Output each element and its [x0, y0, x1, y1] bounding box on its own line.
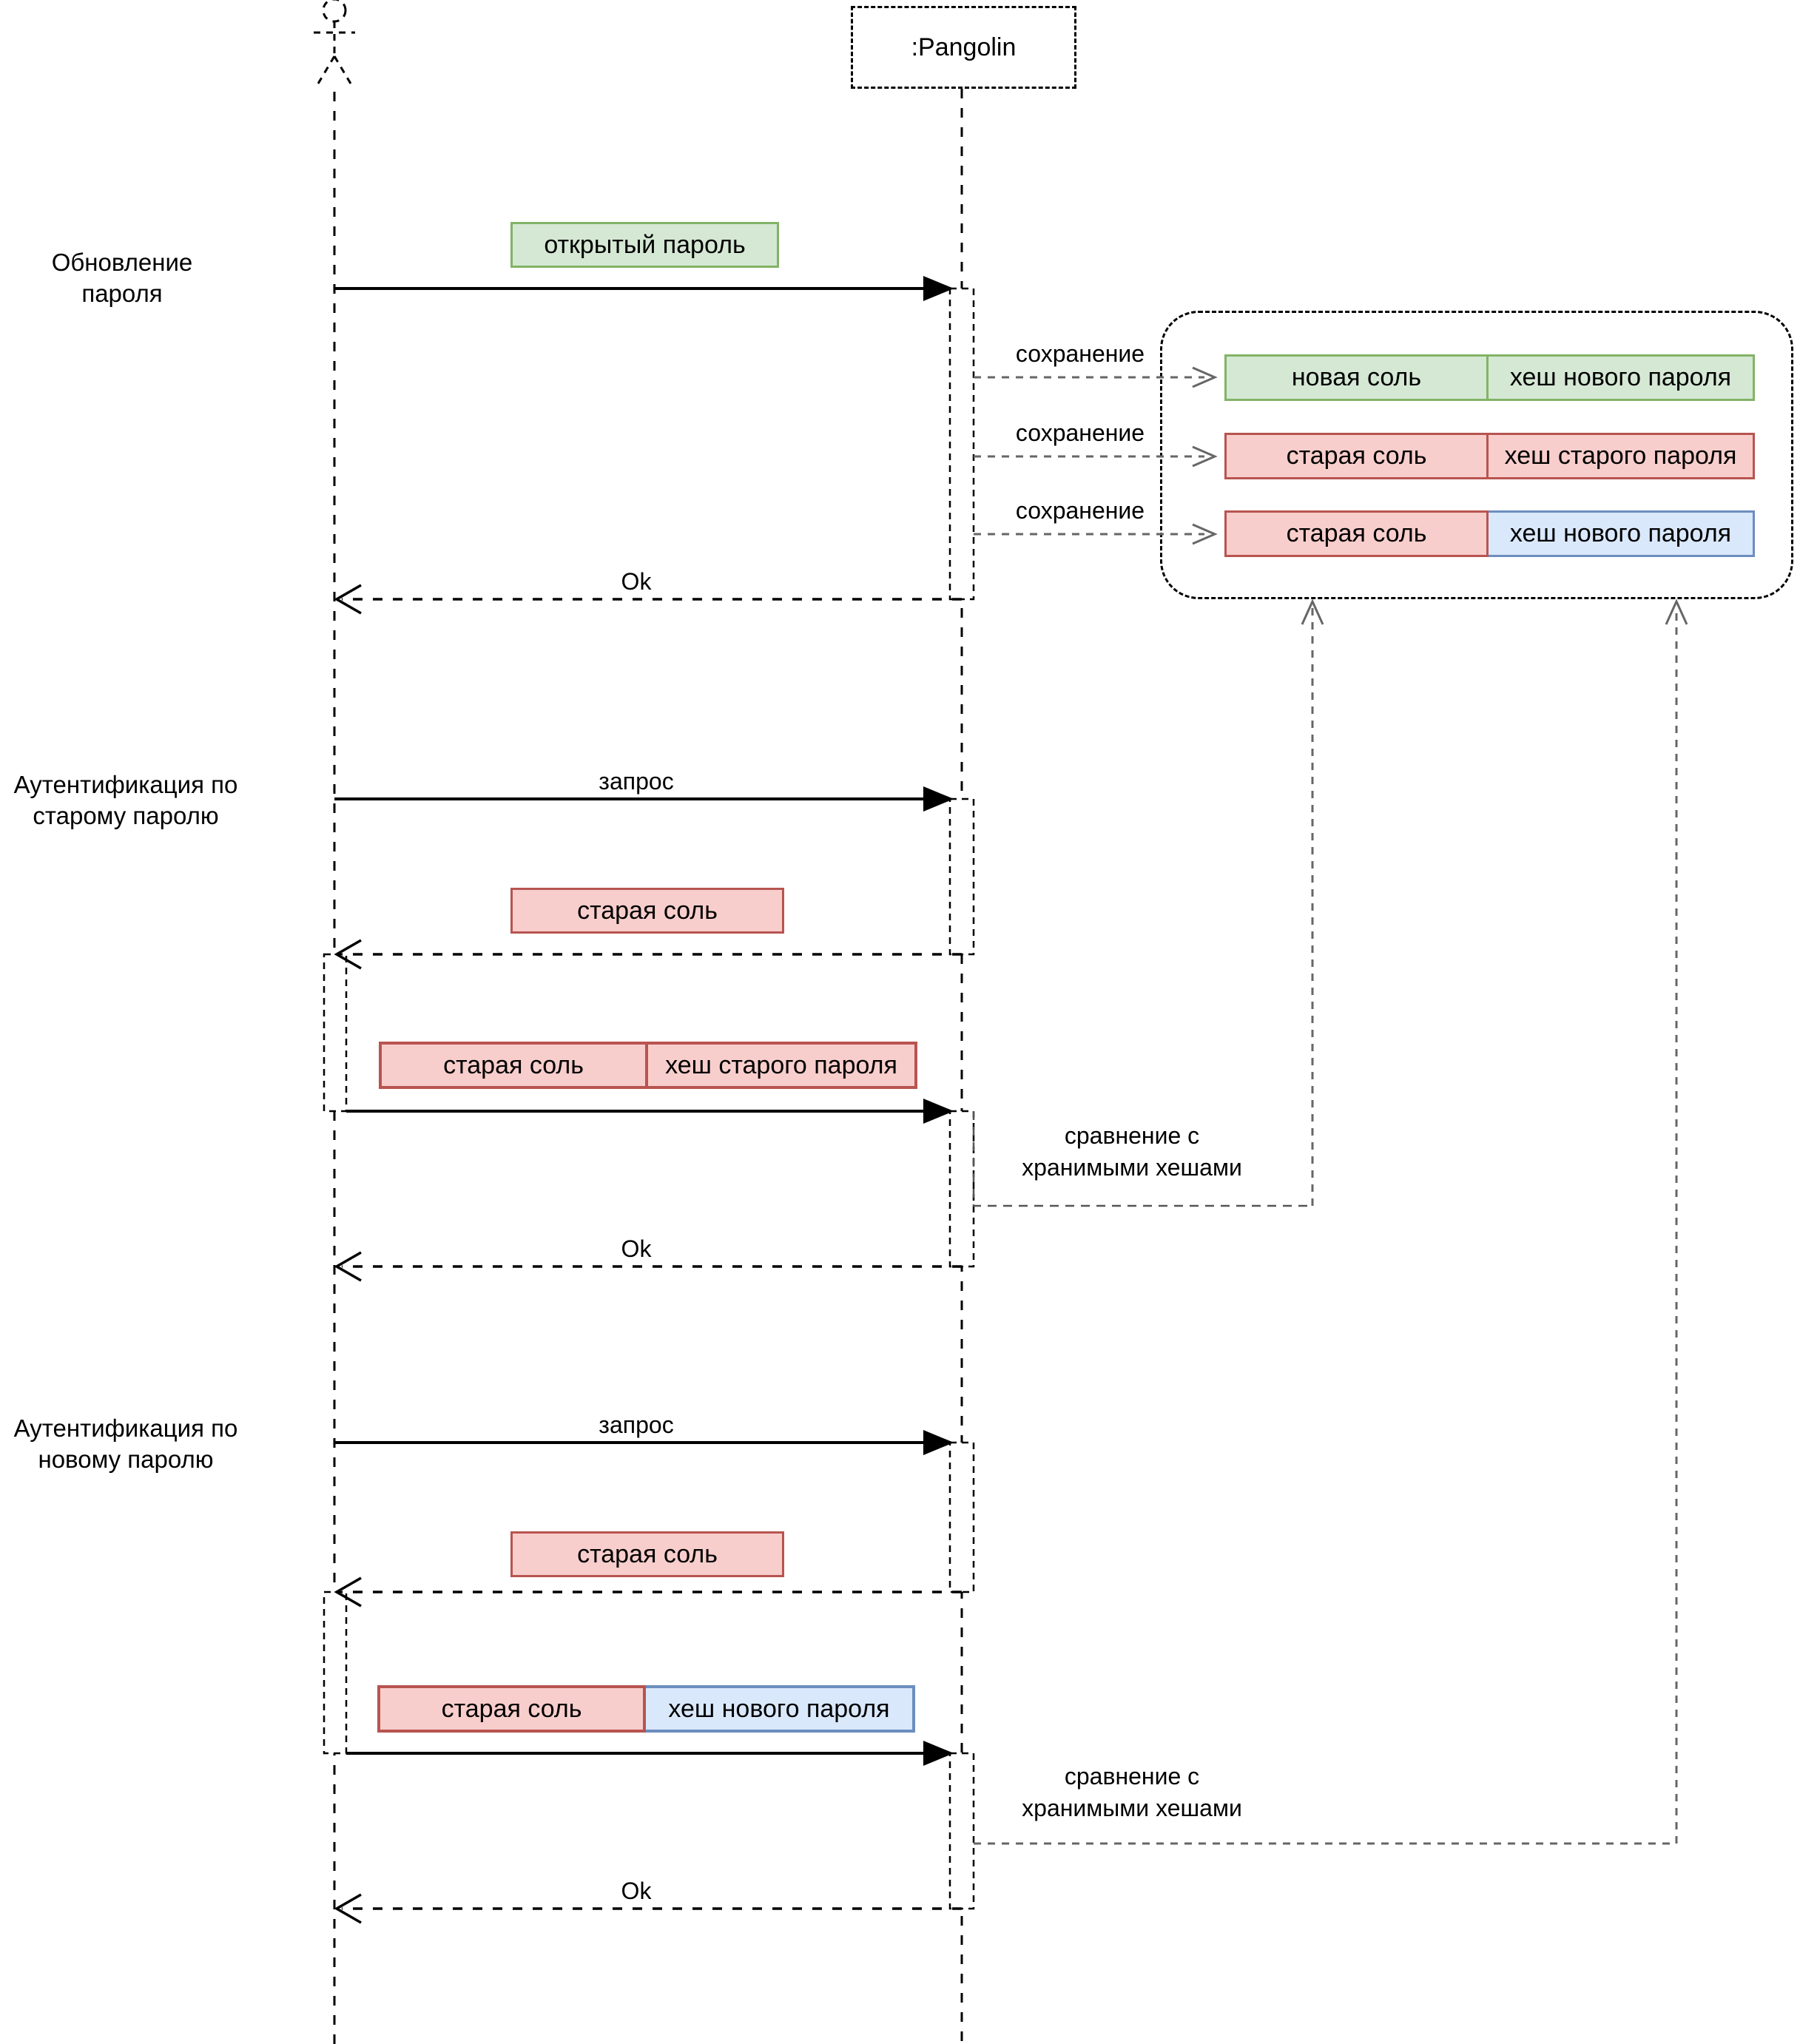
request-label-old: запрос [599, 768, 674, 795]
arrow-submit-new-hash [346, 1741, 954, 1766]
ok-label-1: Ok [621, 568, 652, 595]
compare-connector-2 [974, 598, 1688, 1845]
ok-label-2: Ok [621, 1235, 652, 1262]
storage-cell-hash: хеш старого пароля [1486, 433, 1755, 479]
participant-pangolin-label: :Pangolin [911, 33, 1017, 61]
arrow-return-salt-old [334, 939, 962, 970]
section-title-auth-new: Аутентификация по новому паролю [13, 1414, 238, 1473]
arrow-submit-old-hash [346, 1099, 954, 1124]
section-title-password-update: Обновление пароля [51, 249, 193, 307]
storage-row-old-salt-new-hash: старая соль хеш нового пароля [1224, 510, 1755, 557]
stored-hashes-container [1160, 311, 1793, 599]
storage-cell-hash: хеш нового пароля [1486, 510, 1755, 557]
storage-cell-hash: хеш нового пароля [1486, 354, 1755, 401]
section-title-auth-old: Аутентификация по старому паролю [13, 771, 238, 829]
message-tag-salt-plus-new-hash: старая соль хеш нового пароля [377, 1685, 915, 1733]
compare-connector-1 [972, 598, 1324, 1207]
compare-label-2: сравнение с хранимыми хешами [1022, 1763, 1242, 1821]
message-tag-salt-plus-old-hash: старая соль хеш старого пароля [379, 1042, 917, 1089]
storage-row-old-salt-old-hash: старая соль хеш старого пароля [1224, 433, 1755, 479]
tag-cell-salt: старая соль [377, 1685, 646, 1733]
ok-label-3: Ok [621, 1878, 652, 1904]
message-tag-open-password: открытый пароль [510, 222, 779, 268]
tag-cell-hash: хеш нового пароля [643, 1685, 915, 1733]
tag-cell-salt: старая соль [379, 1042, 648, 1089]
save-label-1: сохранение [1015, 340, 1145, 367]
storage-cell-salt: новая соль [1224, 354, 1489, 401]
save-label-2: сохранение [1015, 419, 1145, 446]
storage-row-new-salt: новая соль хеш нового пароля [1224, 354, 1755, 401]
request-label-new: запрос [599, 1411, 674, 1438]
message-tag-old-salt-2: старая соль [510, 1531, 784, 1577]
arrow-open-password [334, 276, 954, 301]
participant-pangolin: :Pangolin [851, 6, 1076, 89]
message-tag-old-salt: старая соль [510, 888, 784, 934]
save-label-3: сохранение [1015, 497, 1145, 524]
arrow-return-salt-old-2 [334, 1576, 962, 1608]
storage-cell-salt: старая соль [1224, 433, 1489, 479]
compare-label-1: сравнение с хранимыми хешами [1022, 1122, 1242, 1181]
actor-icon [314, 0, 355, 88]
activation-bars [323, 287, 975, 1910]
storage-cell-salt: старая соль [1224, 510, 1489, 557]
tag-cell-hash: хеш старого пароля [645, 1042, 917, 1089]
